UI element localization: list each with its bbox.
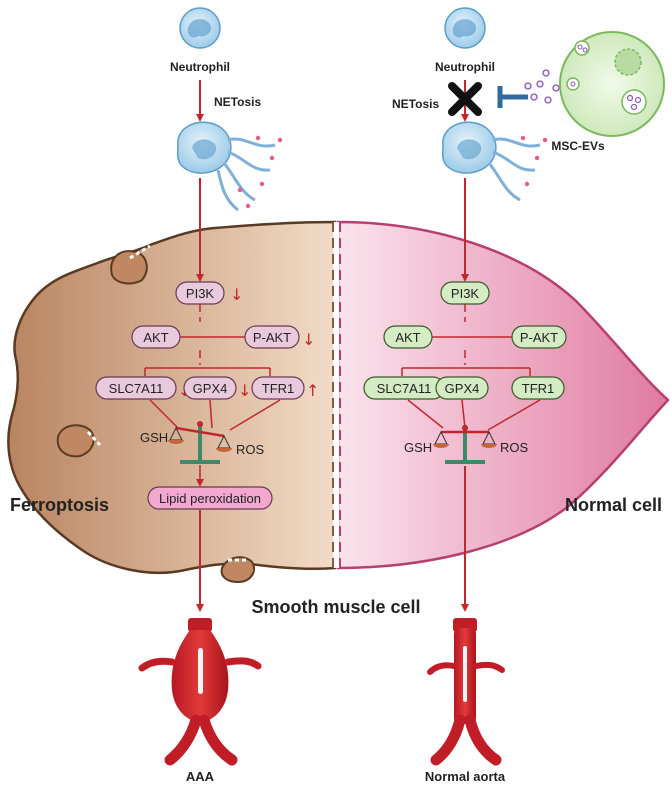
right-slc7a11-node: SLC7A11 — [363, 376, 445, 400]
right-neutrophil — [444, 7, 486, 49]
left-gpx4-node: GPX4 — [183, 376, 237, 400]
left-pi3k-label: PI3K — [186, 286, 215, 301]
inhibitor-icon — [497, 86, 528, 108]
block-x-icon — [448, 82, 482, 116]
right-balance — [433, 425, 497, 464]
right-pathway-lines — [401, 304, 541, 431]
left-slc7a11-label: SLC7A11 — [109, 381, 164, 396]
left-pakt-label: P-AKT — [253, 330, 291, 345]
right-ros-label: ROS — [500, 440, 529, 455]
right-neutrophil-label: Neutrophil — [435, 60, 495, 74]
left-pakt-node: P-AKT — [244, 325, 300, 349]
normal-aorta-label: Normal aorta — [425, 769, 506, 784]
ev-vesicles — [524, 69, 560, 104]
left-gsh-label: GSH — [140, 430, 168, 445]
right-pi3k-node: PI3K — [440, 281, 490, 305]
left-lipid-node: Lipid peroxidation — [147, 486, 273, 510]
ferroptotic-cell — [7, 220, 337, 584]
right-gsh-label: GSH — [404, 440, 432, 455]
left-pakt-down-arrow: ↓ — [302, 330, 315, 349]
left-akt-node: AKT — [131, 325, 181, 349]
left-neutrophil — [179, 7, 221, 49]
left-balance — [168, 421, 232, 464]
normal-aorta-illustration — [427, 618, 505, 766]
msc-evs-label: MSC-EVs — [551, 139, 605, 153]
left-tfr1-up-arrow: ↑ — [306, 381, 319, 400]
right-gpx4-node: GPX4 — [435, 376, 489, 400]
left-tfr1-label: TFR1 — [262, 381, 295, 396]
left-akt-label: AKT — [143, 330, 168, 345]
right-slc7a11-label: SLC7A11 — [377, 381, 432, 396]
left-pathway-lines — [144, 304, 281, 431]
right-tfr1-node: TFR1 — [511, 376, 565, 400]
left-netosis-label: NETosis — [214, 95, 261, 109]
right-netosis-label: NETosis — [392, 97, 439, 111]
right-pakt-label: P-AKT — [520, 330, 558, 345]
msc-cell — [559, 31, 665, 137]
left-lipid-label: Lipid peroxidation — [159, 491, 261, 506]
left-gpx4-down-arrow: ↓ — [238, 381, 251, 400]
left-pi3k-down-arrow: ↓ — [230, 285, 243, 304]
right-net-neutrophil — [441, 121, 548, 202]
normal-cell-label: Normal cell — [565, 495, 662, 515]
smooth-muscle-cell-label: Smooth muscle cell — [251, 597, 420, 617]
normal-cell — [336, 220, 670, 570]
ferroptosis-label: Ferroptosis — [10, 495, 109, 515]
left-ros-label: ROS — [236, 442, 265, 457]
left-tfr1-node: TFR1 — [251, 376, 305, 400]
right-gpx4-label: GPX4 — [445, 381, 480, 396]
left-neutrophil-label: Neutrophil — [170, 60, 230, 74]
left-gpx4-label: GPX4 — [193, 381, 228, 396]
right-pakt-node: P-AKT — [511, 325, 567, 349]
left-slc7a11-node: SLC7A11 — [95, 376, 177, 400]
left-pi3k-node: PI3K — [175, 281, 225, 305]
right-pi3k-label: PI3K — [451, 286, 480, 301]
right-akt-label: AKT — [395, 330, 420, 345]
aaa-label: AAA — [186, 769, 215, 784]
left-net-neutrophil — [176, 121, 283, 212]
right-tfr1-label: TFR1 — [522, 381, 555, 396]
aaa-aorta-illustration — [138, 618, 262, 766]
right-akt-node: AKT — [383, 325, 433, 349]
